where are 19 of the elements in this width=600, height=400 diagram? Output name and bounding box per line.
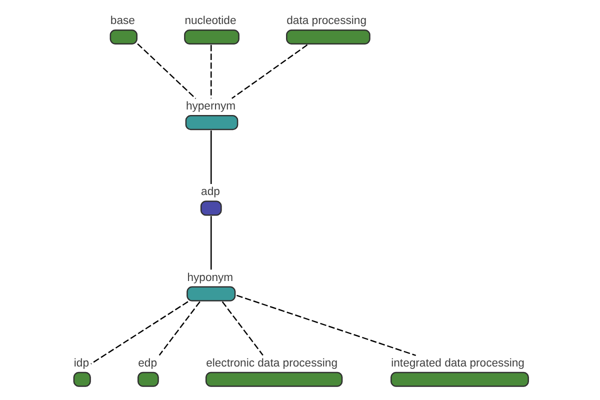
node-label: hyponym (186, 272, 233, 284)
node-label: electronic data processing (206, 357, 338, 370)
connector (231, 44, 308, 99)
node-label: hypernym (185, 100, 236, 113)
node-label: data processing (286, 15, 366, 28)
connector (210, 216, 212, 270)
node-label: edp (138, 357, 156, 370)
connector (136, 43, 196, 100)
connector (210, 130, 212, 184)
node-label: idp (73, 357, 89, 370)
node-label: adp (200, 186, 220, 198)
connector (90, 301, 188, 364)
node-label: base (110, 15, 134, 28)
connector (221, 301, 263, 356)
node-label: nucleotide (184, 15, 236, 28)
connector (158, 301, 200, 356)
node-label: integrated data processing (390, 357, 524, 370)
connector (236, 294, 416, 356)
connector (210, 44, 212, 98)
